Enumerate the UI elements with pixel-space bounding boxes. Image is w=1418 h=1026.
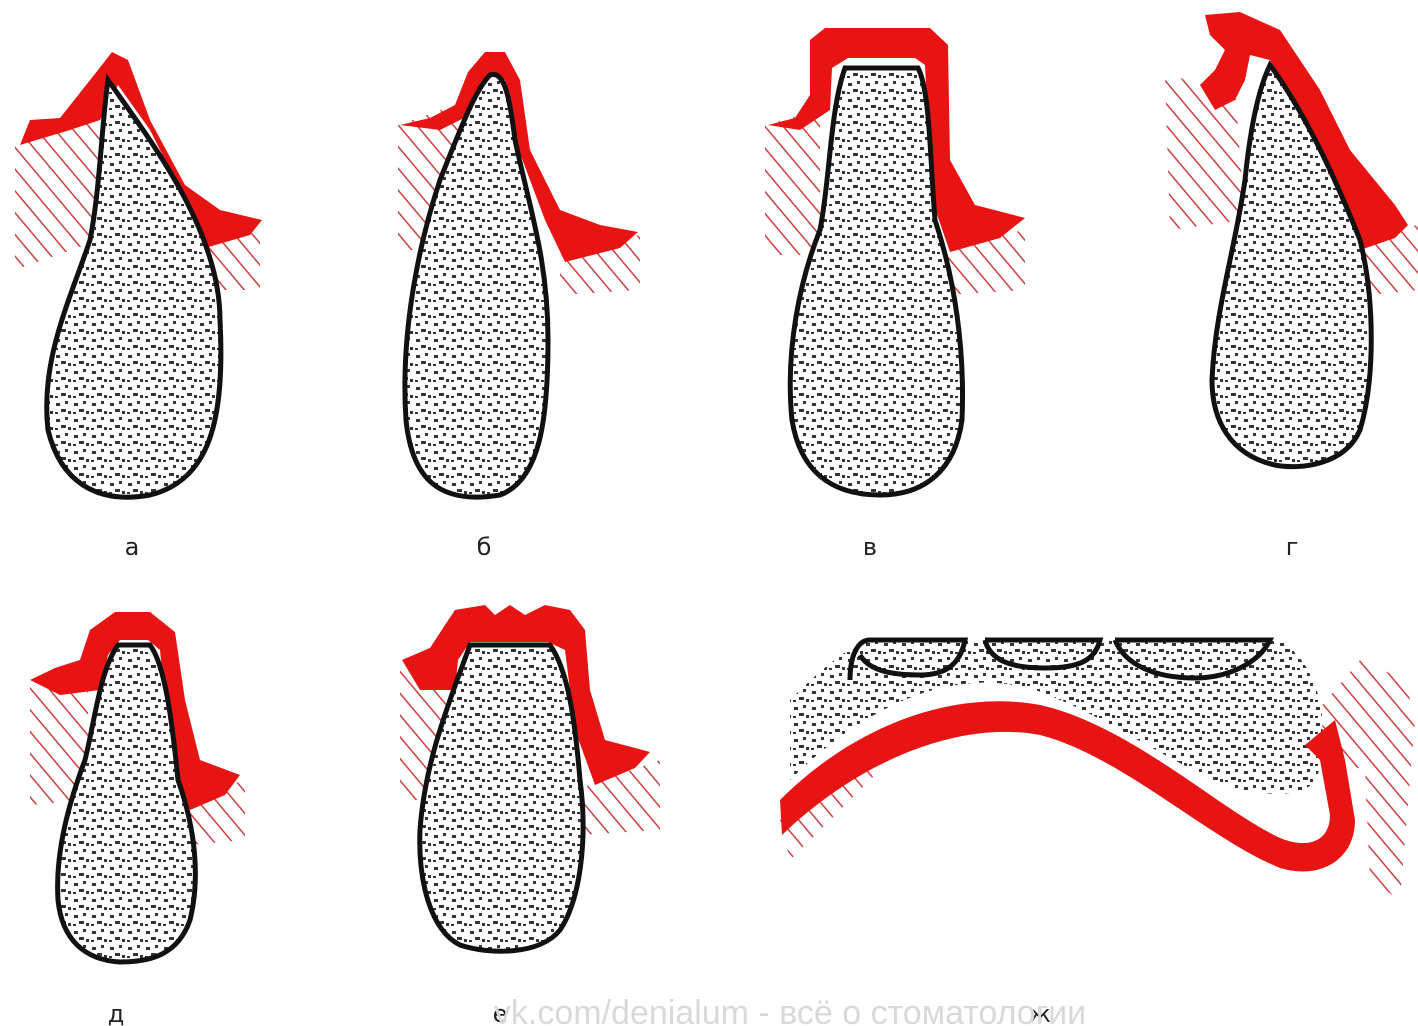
panel-a-label: а — [125, 533, 140, 561]
panel-a: а — [15, 52, 262, 561]
panel-e-label: д — [108, 1000, 125, 1026]
panel-b: б — [398, 52, 640, 561]
panel-b-label: б — [477, 533, 492, 561]
panel-g: ж — [780, 640, 1415, 1026]
panel-c: в — [765, 28, 1025, 561]
panel-d-label: г — [1286, 533, 1299, 561]
panel-e: д — [30, 612, 245, 1026]
panel-c-label: в — [863, 533, 877, 561]
panel-d: г — [1165, 12, 1418, 561]
watermark: vk.com/denialum - всё о стоматологии — [494, 994, 1086, 1026]
panel-f: е — [400, 605, 660, 1026]
